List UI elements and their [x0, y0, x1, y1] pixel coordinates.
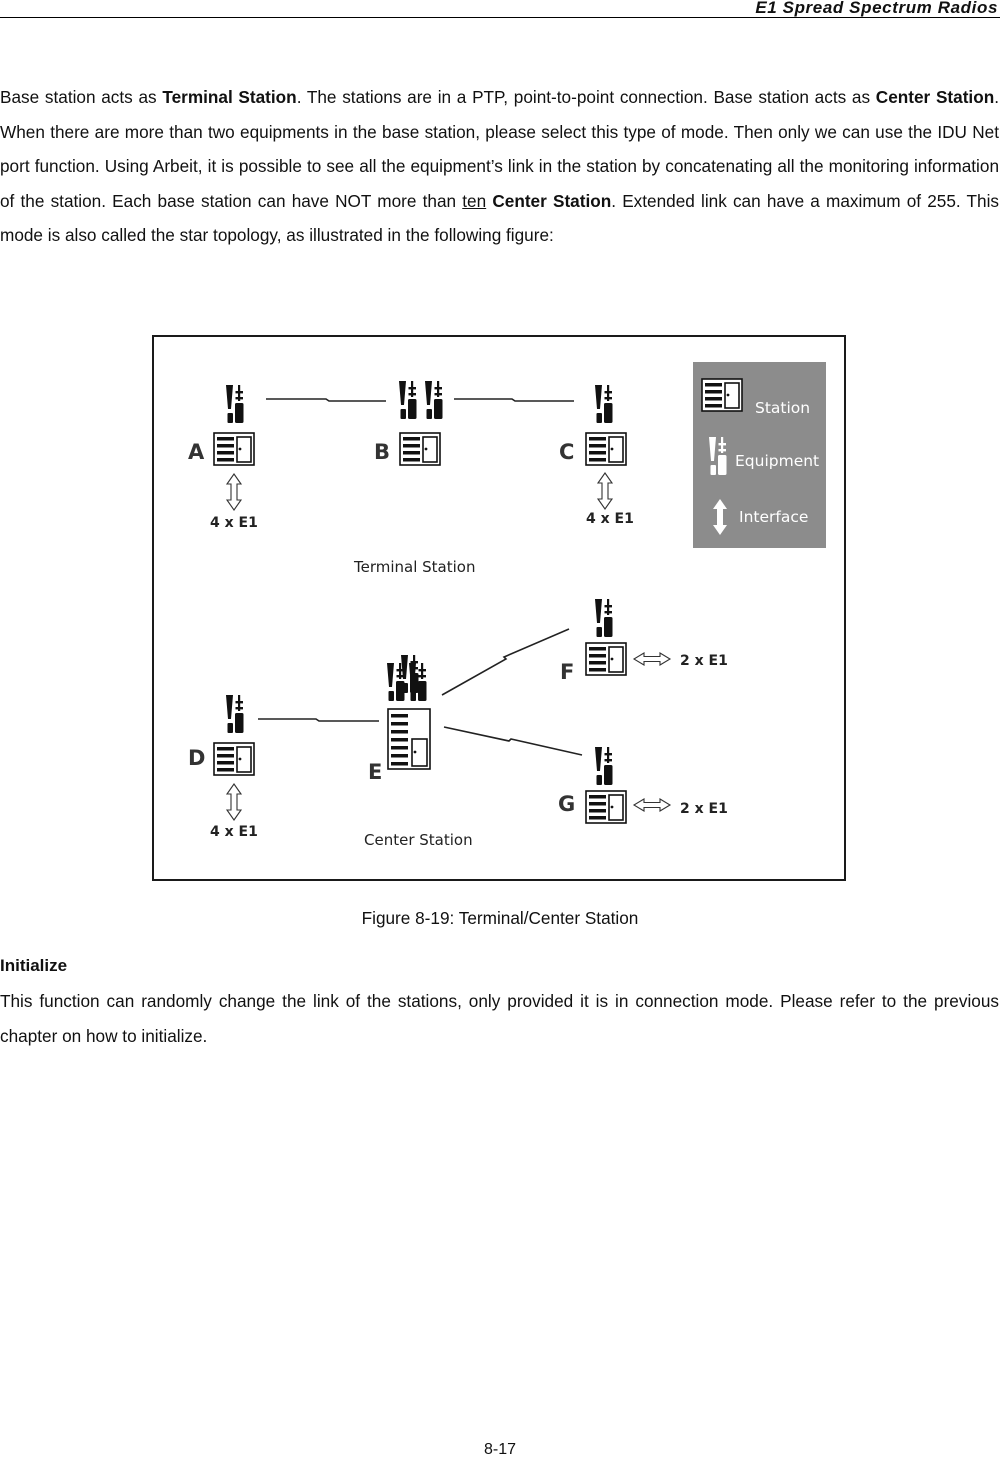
legend-interface-label: Interface	[739, 508, 808, 526]
antenna-icon	[595, 747, 613, 785]
interface-arrow-icon	[226, 783, 242, 821]
station-a: A 4 x E1	[188, 385, 258, 531]
link-b-c	[454, 398, 574, 402]
interface-label-g: 2 x E1	[680, 801, 728, 817]
intro-text-2: . The stations are in a PTP, point-to-po…	[296, 87, 876, 107]
running-header-title: E1 Spread Spectrum Radios	[755, 0, 998, 17]
interface-arrow-icon	[633, 652, 671, 666]
topology-diagram: A 4 x E1 B C 4 x E1 Station Equipment	[188, 362, 826, 849]
figure-caption: Figure 8-19: Terminal/Center Station	[361, 908, 639, 928]
interface-label-c: 4 x E1	[586, 511, 634, 527]
station-c: C 4 x E1	[559, 385, 634, 527]
link-d-e	[258, 718, 379, 722]
station-icon	[585, 432, 627, 466]
intro-paragraph: Base station acts as Terminal Station. T…	[0, 80, 999, 253]
station-d: D 4 x E1	[188, 695, 258, 840]
station-icon	[585, 642, 627, 676]
label-e: E	[368, 760, 382, 784]
center-station-rack-icon	[387, 708, 431, 770]
label-g: G	[558, 792, 575, 816]
legend-station-label: Station	[755, 399, 810, 417]
station-icon	[399, 432, 441, 466]
legend-panel: Station Equipment Interface	[693, 362, 826, 548]
underlined-ten: ten	[462, 190, 487, 211]
station-e: E	[368, 655, 431, 784]
term-center-station: Center Station	[875, 87, 995, 107]
station-icon	[585, 790, 627, 824]
antenna-icon	[387, 663, 405, 701]
station-icon	[213, 432, 255, 466]
intro-text-1: Base station acts as	[0, 87, 163, 107]
center-station-caption: Center Station	[364, 831, 473, 849]
label-f: F	[560, 660, 574, 684]
interface-arrow-icon	[226, 473, 242, 511]
legend-equipment-label: Equipment	[735, 452, 819, 470]
label-b: B	[374, 440, 390, 464]
label-c: C	[559, 440, 574, 464]
interface-label-f: 2 x E1	[680, 653, 728, 669]
station-icon	[701, 378, 743, 412]
page-number: 8-17	[483, 1441, 517, 1458]
interface-arrow-icon	[597, 472, 613, 510]
station-g: G 2 x E1	[558, 747, 728, 824]
term-terminal-station: Terminal Station	[162, 87, 297, 107]
interface-label-d: 4 x E1	[210, 824, 258, 840]
antenna-icon	[595, 599, 613, 637]
intro-text-5: . Extended link can have a maximum of 25…	[0, 190, 1000, 246]
label-d: D	[188, 746, 205, 770]
station-icon	[213, 742, 255, 776]
station-b: B	[374, 381, 443, 466]
link-e-f	[441, 628, 570, 696]
antenna-icon	[399, 381, 417, 419]
antenna-icon	[226, 695, 244, 733]
link-e-g	[443, 726, 583, 756]
station-f: F 2 x E1	[560, 599, 728, 684]
antenna-icon	[595, 385, 613, 423]
antenna-icon	[401, 655, 419, 693]
label-a: A	[188, 440, 205, 464]
antenna-icon	[425, 381, 443, 419]
section-paragraph: This function can randomly change the li…	[0, 991, 999, 1046]
link-a-b	[266, 398, 386, 402]
interface-label-a: 4 x E1	[210, 515, 258, 531]
header-rule	[0, 17, 1000, 18]
terminal-station-caption: Terminal Station	[353, 558, 476, 576]
antenna-icon	[226, 385, 244, 423]
term-center-station-2: Center Station	[492, 190, 612, 211]
section-heading: Initialize	[0, 956, 68, 975]
interface-arrow-icon	[713, 499, 727, 535]
intro-text-3: . When there are more than two equipment…	[0, 87, 999, 211]
interface-arrow-icon	[633, 798, 671, 812]
topology-figure: A 4 x E1 B C 4 x E1 Station Equipment	[152, 335, 846, 881]
